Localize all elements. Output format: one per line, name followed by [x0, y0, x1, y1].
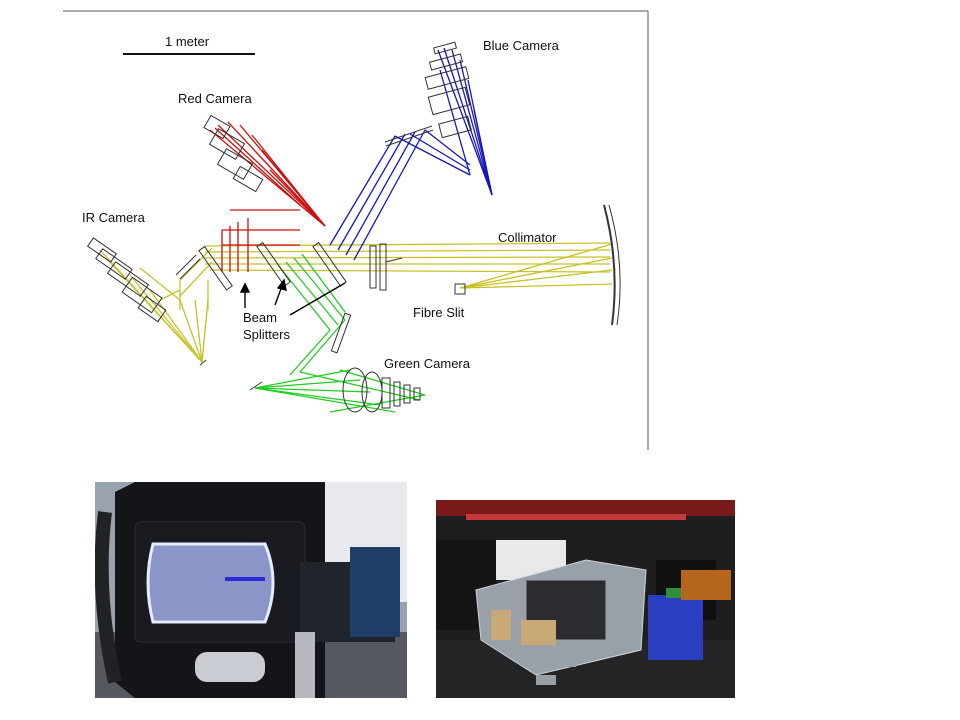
scale-bar-label: 1 meter: [165, 34, 210, 49]
label-blue-camera: Blue Camera: [483, 38, 560, 53]
spectrograph-optical-diagram: 1 meter: [63, 10, 649, 450]
label-fibre-slit: Fibre Slit: [413, 305, 465, 320]
green-beam-path: [254, 253, 426, 413]
label-red-camera: Red Camera: [178, 91, 252, 106]
label-green-camera: Green Camera: [384, 356, 471, 371]
label-ir-camera: IR Camera: [82, 210, 146, 225]
beam-splitter-pointers: [239, 278, 346, 316]
optical-components: [86, 41, 621, 413]
red-beam-path: [209, 121, 326, 272]
label-beam-splitters-line2: Splitters: [243, 327, 290, 342]
ir-beam-path: [99, 242, 613, 363]
photo-collimator-hardware: [95, 482, 407, 698]
label-collimator: Collimator: [498, 230, 557, 245]
blue-beam-path: [329, 47, 493, 261]
label-beam-splitters-line1: Beam: [243, 310, 277, 325]
photo-spectrograph-frame: [436, 500, 735, 698]
